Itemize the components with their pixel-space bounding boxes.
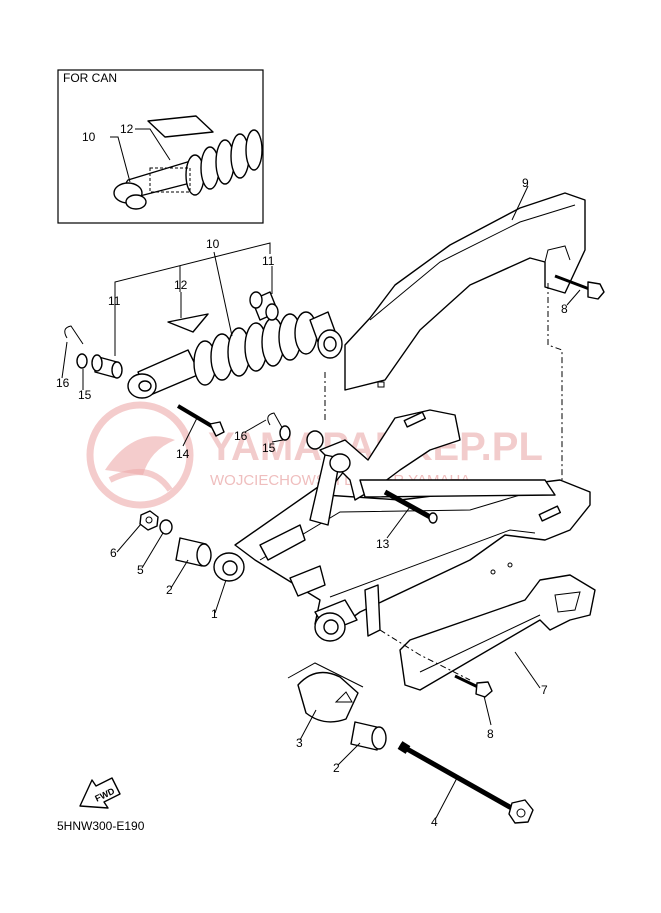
callout-numbers: 1 2 2 3 4 5 6 7 8 8 9 10 11 11 12 13 14 … bbox=[56, 176, 568, 829]
callout-1: 1 bbox=[211, 607, 218, 621]
pivot-bushing-right bbox=[314, 599, 358, 642]
fwd-arrow: FWD bbox=[79, 777, 121, 809]
bolt-8-lower bbox=[454, 674, 493, 698]
callout-15-left: 15 bbox=[78, 388, 92, 402]
bushing-2-lower bbox=[350, 721, 387, 751]
diagram-code: 5HNW300-E190 bbox=[57, 819, 145, 833]
washer-15-left bbox=[76, 353, 88, 369]
inset-title: FOR CAN bbox=[63, 71, 117, 85]
callout-15-right: 15 bbox=[262, 441, 276, 455]
collar-11-right bbox=[249, 291, 279, 321]
cotter-pin-16-left bbox=[64, 325, 84, 345]
callout-2-upper: 2 bbox=[166, 583, 173, 597]
chain-guard bbox=[344, 192, 586, 391]
bolt-13 bbox=[383, 489, 438, 524]
label-12-plate bbox=[167, 313, 209, 333]
pivot-shaft-4 bbox=[397, 741, 534, 824]
callout-8-upper: 8 bbox=[561, 302, 568, 316]
nut-6 bbox=[139, 510, 159, 531]
pivot-bushing-left bbox=[213, 552, 245, 582]
swing-arm bbox=[234, 409, 591, 637]
inset-callout-12: 12 bbox=[120, 122, 134, 136]
callout-11-left: 11 bbox=[108, 294, 121, 308]
inset-shock-spring bbox=[185, 129, 263, 196]
inset-for-can: FOR CAN 10 12 bbox=[57, 69, 264, 224]
callout-2-lower: 2 bbox=[333, 761, 340, 775]
washer-15-right bbox=[279, 425, 291, 441]
callout-11-right: 11 bbox=[262, 254, 275, 268]
washer-5 bbox=[159, 519, 173, 535]
bushing-2-upper bbox=[175, 537, 212, 567]
rear-shock bbox=[127, 311, 343, 399]
inset-callout-10: 10 bbox=[82, 130, 96, 144]
leader-lines bbox=[61, 185, 581, 819]
shock-spring bbox=[193, 311, 318, 386]
callout-3: 3 bbox=[296, 736, 303, 750]
bolt-8-upper bbox=[554, 274, 605, 300]
collar-11-left bbox=[91, 354, 123, 379]
callout-8-lower: 8 bbox=[487, 727, 494, 741]
callout-12: 12 bbox=[174, 278, 188, 292]
callout-7: 7 bbox=[541, 683, 548, 697]
callout-bracket-top bbox=[114, 242, 271, 305]
callout-13: 13 bbox=[376, 537, 390, 551]
callout-14: 14 bbox=[176, 447, 190, 461]
callout-10: 10 bbox=[206, 237, 220, 251]
bushing-3 bbox=[297, 671, 359, 723]
callout-16-left: 16 bbox=[56, 376, 70, 390]
callout-5: 5 bbox=[137, 563, 144, 577]
callout-9: 9 bbox=[522, 176, 529, 190]
callout-6: 6 bbox=[110, 546, 117, 560]
callout-4: 4 bbox=[431, 815, 438, 829]
cotter-pin-16-right bbox=[267, 412, 285, 432]
chain-guide-7 bbox=[399, 574, 596, 691]
watermark-logo bbox=[86, 401, 194, 509]
callout-16-right: 16 bbox=[234, 429, 248, 443]
bolt-14 bbox=[176, 404, 225, 437]
